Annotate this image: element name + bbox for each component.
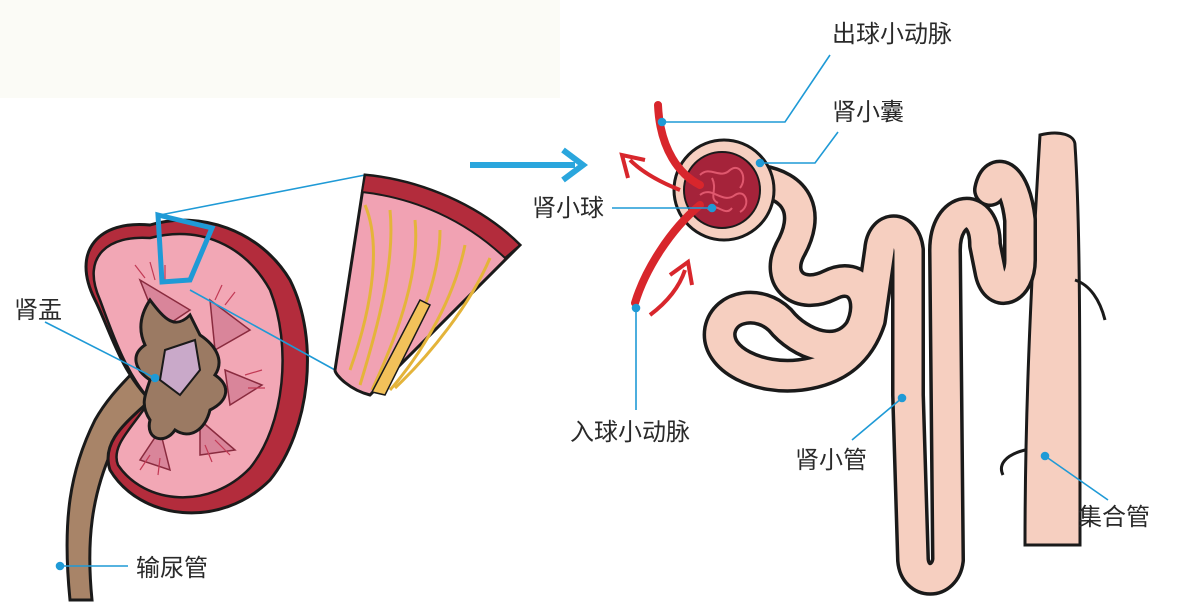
- glomerulus-shape: [683, 151, 761, 229]
- label-collecting-duct: 集合管: [1078, 503, 1150, 531]
- nephron: [619, 101, 1107, 596]
- zoomed-cortex-wedge: [333, 173, 523, 397]
- label-renal-pelvis: 肾盂: [14, 296, 62, 324]
- label-bowmans-capsule: 肾小囊: [832, 98, 904, 126]
- collecting-duct-shape: [1023, 131, 1082, 547]
- background-band: [0, 0, 560, 98]
- selection-wedge: [155, 211, 216, 285]
- label-glomerulus: 肾小球: [532, 194, 604, 222]
- arrow-right-icon: [470, 147, 588, 183]
- label-afferent-arteriole: 入球小动脉: [570, 418, 690, 446]
- efferent-arteriole-shape: [654, 101, 704, 189]
- label-efferent-arteriole: 出球小动脉: [832, 20, 952, 48]
- flow-arrow-icon: [619, 152, 694, 317]
- afferent-arteriole-shape: [631, 201, 704, 307]
- label-renal-tubule: 肾小管: [795, 446, 867, 474]
- kidney: [65, 211, 309, 602]
- label-ureter: 输尿管: [136, 554, 208, 582]
